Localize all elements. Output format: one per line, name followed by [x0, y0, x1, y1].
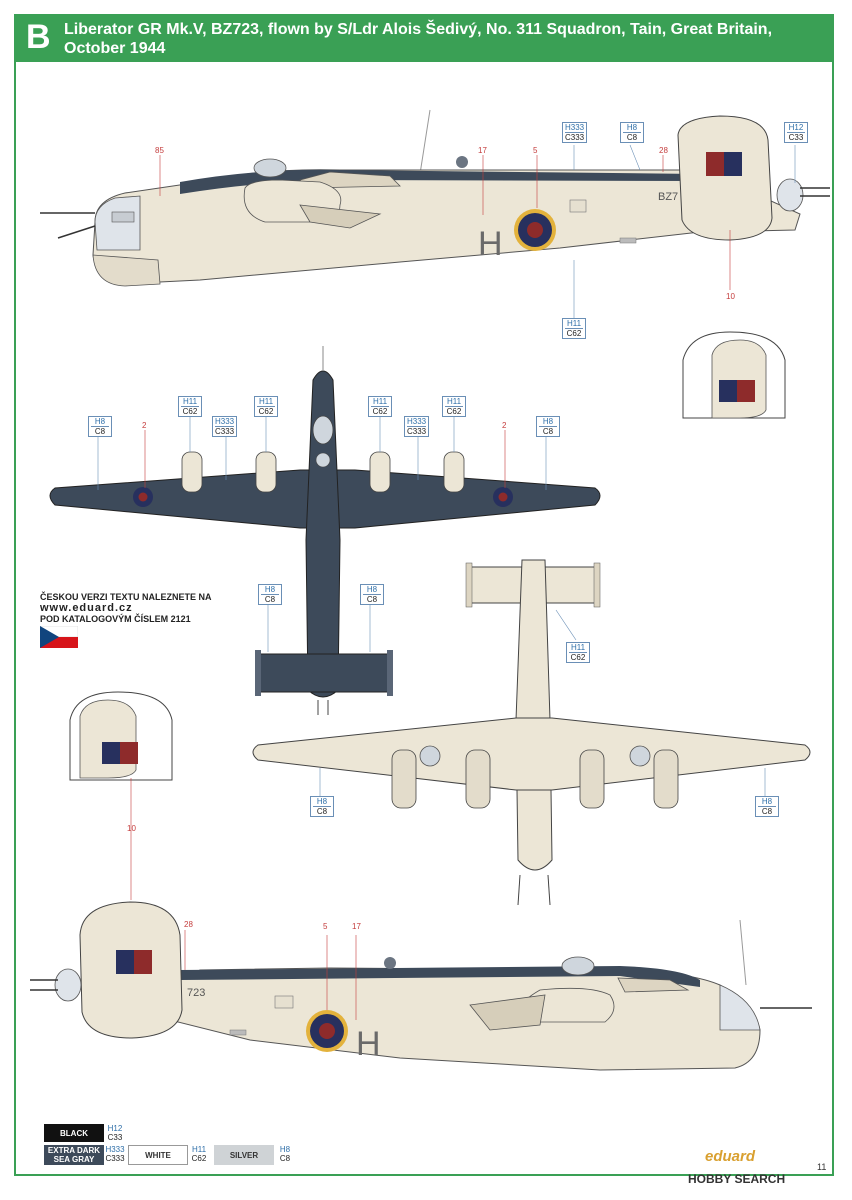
czech-note-url[interactable]: www.eduard.cz: [40, 602, 133, 614]
leader-lines-red-topview: [144, 430, 506, 488]
code-letter-top: H: [478, 225, 503, 263]
side-profile-right: H 723: [30, 901, 812, 1071]
legend-extra-dark-sea-gray: EXTRA DARK SEA GRAY: [44, 1145, 104, 1165]
page-number: 11: [817, 1162, 827, 1172]
leader-lines-topview: [97, 417, 547, 652]
czech-note-line3: POD KATALOGOVÝM ČÍSLEM 2121: [40, 614, 191, 624]
header-banner: B Liberator GR Mk.V, BZ723, flown by S/L…: [16, 16, 832, 62]
tail-inset-right: [682, 331, 786, 419]
legend-silver: SILVER: [214, 1145, 274, 1165]
leader-lines-blue-top: [573, 144, 796, 318]
legend-black: BLACK: [44, 1124, 104, 1142]
profile-letter: B: [26, 18, 51, 56]
bottom-view-plan: [252, 559, 811, 906]
serial-bottom: 723: [187, 987, 205, 999]
marking-2-right: 2: [502, 421, 507, 430]
leader-lines-top: [159, 155, 731, 290]
marking-10-left: 10: [127, 824, 136, 833]
legend-white: WHITE: [128, 1145, 188, 1165]
leader-lines-bottom: [184, 930, 357, 1020]
hobby-search-watermark: HOBBY SEARCH: [688, 1172, 786, 1186]
marking-85: 85: [155, 146, 164, 155]
marking-5-bottom: 5: [323, 922, 328, 931]
page-frame: [14, 14, 834, 1176]
marking-10: 10: [726, 292, 735, 301]
czech-flag-icon: [40, 626, 78, 648]
page-title: Liberator GR Mk.V, BZ723, flown by S/Ldr…: [64, 21, 773, 57]
marking-17-bottom: 17: [352, 922, 361, 931]
marking-5: 5: [533, 146, 538, 155]
czech-note: ČESKOU VERZI TEXTU NALEZNETE NA www.edua…: [40, 592, 260, 625]
serial-top: BZ7: [658, 191, 678, 203]
tail-inset-left: [69, 691, 173, 781]
marking-2-left: 2: [142, 421, 147, 430]
marking-17: 17: [478, 146, 487, 155]
top-view-plan: [49, 346, 601, 715]
czech-note-line1: ČESKOU VERZI TEXTU NALEZNETE NA: [40, 592, 212, 602]
eduard-logo: eduard: [705, 1148, 756, 1165]
marking-28: 28: [659, 146, 668, 155]
leader-lines-bottomview: [319, 609, 766, 796]
side-profile-left: H BZ7: [40, 109, 830, 287]
code-letter-bottom: H: [356, 1025, 381, 1063]
marking-28-bottom: 28: [184, 920, 193, 929]
